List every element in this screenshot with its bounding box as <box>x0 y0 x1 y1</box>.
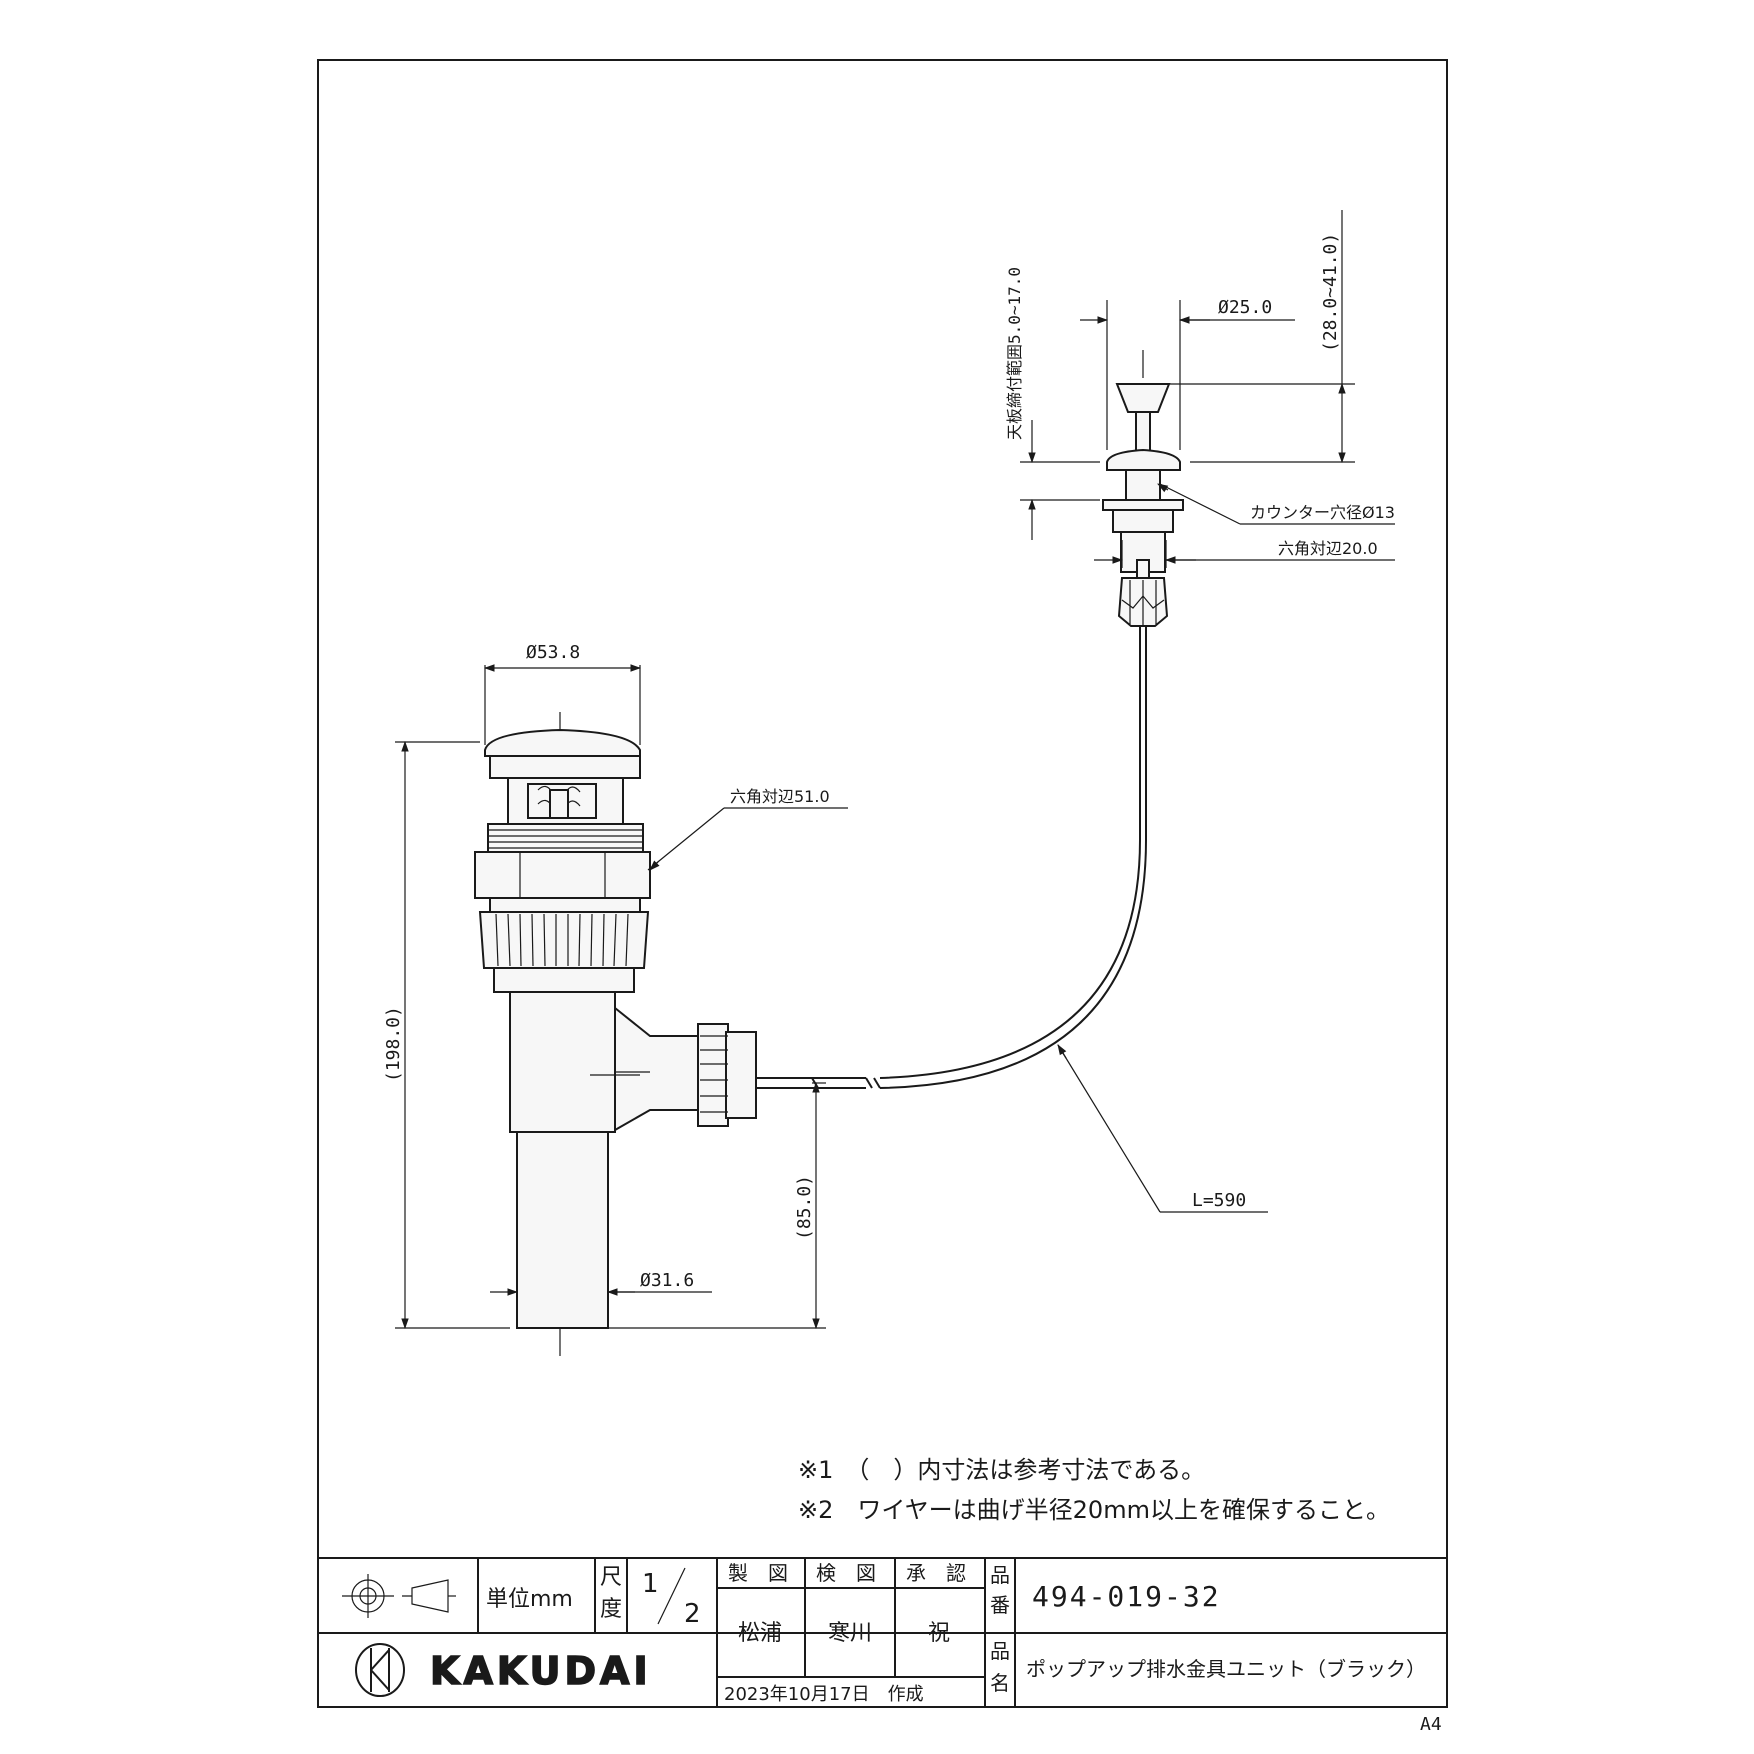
part-no-label-2: 番 <box>990 1593 1010 1617</box>
dim-knob-height: (28.0~41.0) <box>1320 233 1341 352</box>
dim-counter-hole: カウンター穴径Ø13 <box>1250 503 1395 522</box>
dim-pipe-dia: Ø31.6 <box>640 1270 694 1291</box>
drawn-label: 製 図 <box>728 1561 788 1585</box>
dim-outlet-height: (85.0) <box>794 1175 815 1240</box>
drain-body <box>474 712 819 1357</box>
note-1: ※1 （ ）内寸法は参考寸法である。 <box>798 1456 1205 1484</box>
dim-total-height: (198.0) <box>383 1006 404 1082</box>
scale-label-2: 度 <box>600 1597 622 1622</box>
scale-numerator: 1 <box>642 1569 659 1599</box>
creation-date: 2023年10月17日 作成 <box>724 1684 924 1705</box>
brand-name: KAKUDAI <box>430 1649 652 1693</box>
dim-hex-small: 六角対辺20.0 <box>1278 539 1378 558</box>
part-name-label-1: 品 <box>990 1639 1010 1663</box>
paper-size: A4 <box>1420 1714 1442 1735</box>
dimension-lines <box>395 210 1395 1330</box>
scale-label-1: 尺 <box>600 1565 622 1590</box>
part-name: ポップアップ排水金具ユニット（ブラック） <box>1026 1657 1426 1681</box>
approved-label: 承 認 <box>906 1561 966 1585</box>
kakudai-logo-icon <box>355 1643 405 1697</box>
projection-symbol-icon <box>342 1574 456 1618</box>
drawn-by: 松浦 <box>738 1621 782 1646</box>
unit-label: 単位mm <box>486 1587 573 1612</box>
dim-knob-dia: Ø25.0 <box>1218 297 1272 318</box>
dim-wire-length: L=590 <box>1192 1190 1246 1211</box>
checked-by: 寒川 <box>828 1621 872 1646</box>
scale-denominator: 2 <box>684 1599 701 1629</box>
dim-flange-dia: Ø53.8 <box>526 642 580 663</box>
checked-label: 検 図 <box>816 1561 876 1585</box>
title-block <box>318 1557 1447 1707</box>
note-2: ※2 ワイヤーは曲げ半径20mm以上を確保すること。 <box>798 1496 1390 1524</box>
dim-top-range: 天板締付範囲5.0~17.0 <box>1005 267 1024 440</box>
wire-cable <box>760 626 1147 1089</box>
dim-hex-large: 六角対辺51.0 <box>730 787 830 806</box>
part-number: 494-019-32 <box>1032 1580 1221 1613</box>
knob-assembly <box>1102 350 1184 627</box>
part-no-label-1: 品 <box>990 1563 1010 1587</box>
part-name-label-2: 名 <box>990 1671 1010 1695</box>
drawing-frame <box>317 59 1448 1708</box>
approved-by: 祝 <box>928 1621 950 1646</box>
